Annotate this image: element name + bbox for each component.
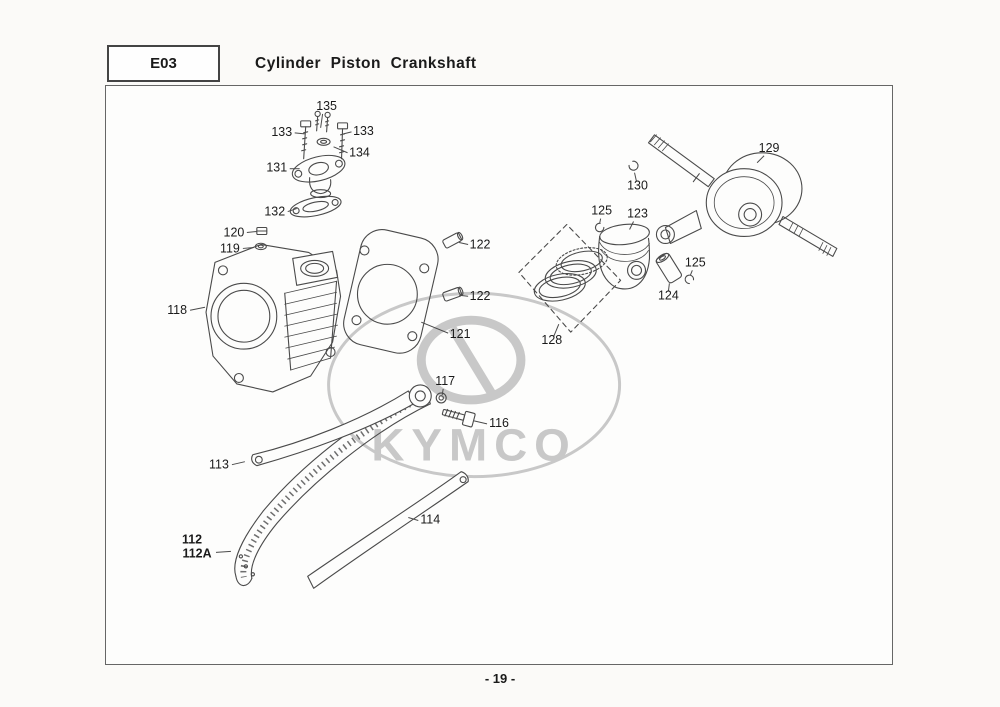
part-label-116: 116 <box>489 416 509 430</box>
leader-line-123 <box>629 221 634 230</box>
part-label-117: 117 <box>435 374 455 388</box>
leader-line-133 <box>294 132 305 135</box>
part-label-125: 125 <box>591 204 612 218</box>
part-label-133: 133 <box>271 125 292 139</box>
part-label-124: 124 <box>658 288 679 302</box>
leader-line-129 <box>756 155 765 164</box>
part-label-113: 113 <box>209 458 229 472</box>
section-code: E03 <box>150 55 177 72</box>
leader-line-130 <box>634 172 638 182</box>
cam-chain <box>234 389 431 587</box>
leader-line-125 <box>599 218 602 224</box>
leader-line-133 <box>343 131 352 135</box>
chain-guide-strip <box>307 471 469 589</box>
part-label-120: 120 <box>224 225 245 239</box>
part-label-122: 122 <box>470 289 491 303</box>
leader-line-120 <box>246 231 257 233</box>
part-label-131: 131 <box>266 161 287 175</box>
labels-layer: 135 133 133 134 131 132 120 119 118 122 122 121 117 1… <box>167 99 779 560</box>
leader-line-125 <box>689 270 693 276</box>
leader-line-135 <box>320 113 324 128</box>
part-label-133: 133 <box>353 124 374 138</box>
oring-collar <box>316 137 331 146</box>
small-washer <box>254 242 267 251</box>
screws <box>314 110 331 133</box>
part-label-118: 118 <box>167 303 187 317</box>
piston <box>598 223 651 290</box>
stud-bolts <box>300 120 349 160</box>
leader-line-122 <box>459 294 469 297</box>
intake-manifold <box>291 154 346 199</box>
crankshaft <box>647 134 838 257</box>
leader-line-121 <box>421 321 449 334</box>
leader-line-128 <box>553 323 560 337</box>
flange-nut <box>256 226 268 236</box>
part-label-112A: 112A <box>183 546 212 560</box>
leader-line-134 <box>333 146 348 154</box>
section-code-box: E03 <box>107 45 220 82</box>
manifold-gasket <box>289 195 342 218</box>
watermark-text: KYMCO <box>371 420 576 471</box>
part-label-112: 112 <box>182 532 202 546</box>
leader-line-117 <box>441 388 444 396</box>
piston-pin <box>655 252 682 284</box>
piston-rings <box>518 223 622 333</box>
cylinder-block <box>205 243 342 393</box>
part-label-121: 121 <box>450 327 471 341</box>
circlip <box>628 160 639 171</box>
kymco-watermark: KYMCO <box>327 291 622 479</box>
tensioner-bolt <box>441 408 476 428</box>
part-label-135: 135 <box>316 99 337 113</box>
part-label-129: 129 <box>759 141 780 155</box>
part-label-114: 114 <box>420 512 440 526</box>
part-label-134: 134 <box>349 146 370 160</box>
exploded-diagram: KYMCO <box>167 99 838 589</box>
leader-line-112A <box>215 550 231 553</box>
dowel-pin-top <box>442 231 464 249</box>
head-gasket <box>343 229 439 354</box>
leader-line-122 <box>459 241 469 245</box>
leader-line-118 <box>189 306 206 311</box>
leader-line-124 <box>667 283 670 292</box>
diagram-frame: KYMCO <box>105 85 893 665</box>
pin-clips <box>594 222 695 285</box>
page-number: - 19 - <box>484 671 516 686</box>
leader-line-116 <box>473 420 488 425</box>
part-label-123: 123 <box>627 207 648 221</box>
leader-line-119 <box>242 246 254 249</box>
part-label-122: 122 <box>470 237 491 251</box>
leader-line-132 <box>287 208 297 213</box>
leader-line-114 <box>408 517 419 521</box>
part-label-119: 119 <box>220 241 240 255</box>
tensioner-washer <box>435 392 447 404</box>
part-label-128: 128 <box>541 333 562 347</box>
section-title: Cylinder Piston Crankshaft <box>255 54 477 72</box>
leader-line-113 <box>231 461 245 466</box>
part-label-125: 125 <box>685 255 706 269</box>
chain-guide-tensioner <box>251 384 432 467</box>
part-label-130: 130 <box>627 179 648 193</box>
part-label-132: 132 <box>264 205 285 219</box>
